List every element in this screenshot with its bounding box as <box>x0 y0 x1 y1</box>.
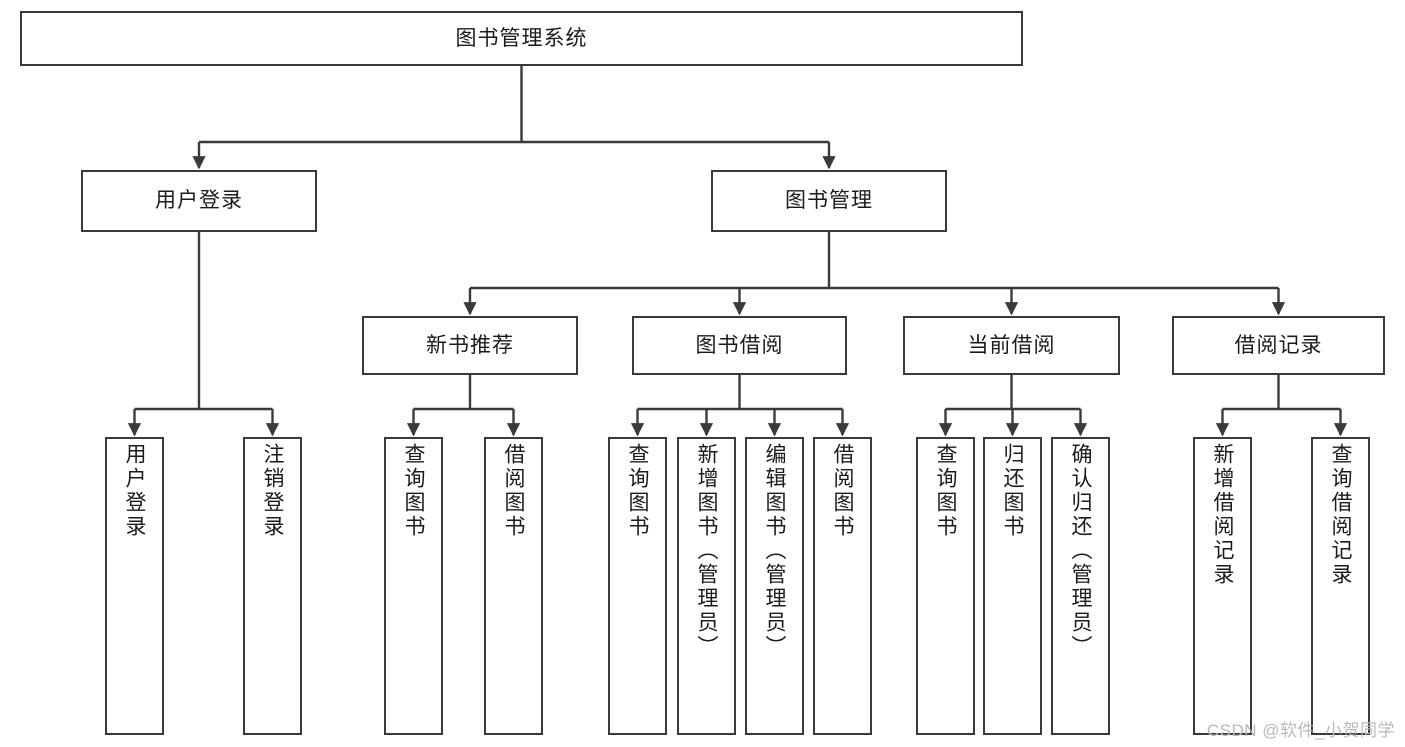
node-borrow[interactable]: 图书借阅 <box>632 316 847 375</box>
node-login[interactable]: 用户登录 <box>81 170 317 232</box>
node-label: 用户登录 <box>123 443 146 539</box>
node-l3[interactable]: 查询图书 <box>384 437 443 735</box>
node-l9[interactable]: 查询图书 <box>916 437 975 735</box>
node-l13[interactable]: 查询借阅记录 <box>1311 437 1370 735</box>
node-label: 查询图书 <box>402 443 425 539</box>
node-l11[interactable]: 确认归还（管理员） <box>1051 437 1110 735</box>
node-l2[interactable]: 注销登录 <box>243 437 302 735</box>
node-label: 用户登录 <box>155 189 243 213</box>
node-label: 图书管理系统 <box>455 26 588 50</box>
node-label: 借阅图书 <box>831 443 854 539</box>
node-label: 新书推荐 <box>426 333 514 357</box>
node-l4[interactable]: 借阅图书 <box>484 437 543 735</box>
node-label: 图书借阅 <box>695 333 784 357</box>
node-root[interactable]: 图书管理系统 <box>20 11 1023 66</box>
node-newbook[interactable]: 新书推荐 <box>362 316 578 375</box>
node-l12[interactable]: 新增借阅记录 <box>1193 437 1252 735</box>
node-label: 查询借阅记录 <box>1329 443 1352 587</box>
node-label: 确认归还（管理员） <box>1069 443 1092 659</box>
node-label: 归还图书 <box>1001 443 1024 539</box>
node-l7[interactable]: 编辑图书（管理员） <box>745 437 804 735</box>
node-bookmgmt[interactable]: 图书管理 <box>711 170 947 232</box>
node-label: 查询图书 <box>934 443 957 539</box>
node-label: 借阅图书 <box>502 443 525 539</box>
node-label: 注销登录 <box>261 443 284 539</box>
node-label: 新增图书（管理员） <box>695 443 718 659</box>
node-label: 借阅记录 <box>1234 333 1323 357</box>
node-l1[interactable]: 用户登录 <box>105 437 164 735</box>
node-label: 图书管理 <box>785 189 873 213</box>
node-label: 当前借阅 <box>967 333 1056 357</box>
node-label: 新增借阅记录 <box>1211 443 1234 587</box>
node-label: 编辑图书（管理员） <box>763 443 786 659</box>
node-current[interactable]: 当前借阅 <box>903 316 1120 375</box>
node-l10[interactable]: 归还图书 <box>983 437 1042 735</box>
node-l5[interactable]: 查询图书 <box>608 437 667 735</box>
node-l6[interactable]: 新增图书（管理员） <box>677 437 736 735</box>
node-label: 查询图书 <box>626 443 649 539</box>
node-l8[interactable]: 借阅图书 <box>813 437 872 735</box>
watermark: CSDN @软件_小贺同学 <box>1206 721 1395 740</box>
node-records[interactable]: 借阅记录 <box>1172 316 1385 375</box>
